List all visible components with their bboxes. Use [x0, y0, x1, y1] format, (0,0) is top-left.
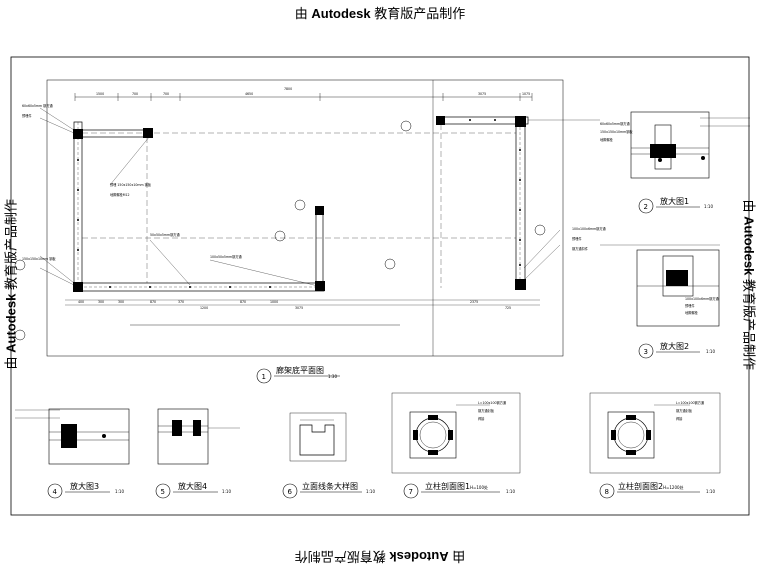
dim-bottom-3: 870 [150, 300, 156, 304]
note-left-1: 预埋件 [22, 113, 32, 118]
detail-4-number: 4 [53, 488, 58, 496]
detail-3-number: 3 [644, 348, 648, 356]
note-mid-2: 50x50x5mm钢方通 [150, 232, 180, 237]
note-right-1: 预埋件 [572, 236, 582, 241]
detail-8-number: 8 [605, 488, 609, 496]
dim-bottom-7: 1000 [270, 300, 278, 304]
note-mid-1: 地脚螺栓M12 [110, 192, 130, 197]
dim-bottom-6: 870 [240, 300, 246, 304]
detail-2-title: 放大图1 [660, 196, 689, 206]
d3-note-1: 预埋件 [685, 303, 695, 308]
note-left-2: 150x150x10mm 钢板 [22, 256, 56, 261]
dim-bottom-2: 300 [118, 300, 124, 304]
dim-top-6: 1075 [522, 92, 530, 96]
dim-bottom-8: 3075 [295, 306, 303, 310]
plan-number-circle [256, 368, 272, 384]
beam-top-right [436, 116, 529, 125]
detail-4-title: 放大图3 [70, 481, 99, 491]
floor-plan: 1500 700 700 4650 7800 3075 1075 [14, 79, 607, 384]
dim-bottom-10: 725 [505, 306, 511, 310]
detail-8-extra: H=1200处 [663, 484, 684, 490]
beam-right [515, 116, 526, 290]
dim-top-1: 700 [132, 92, 138, 96]
note-left-0: 60x60x5mm 钢方通 [22, 103, 54, 108]
dim-top-4: 7800 [284, 87, 292, 91]
detail-6-scale: 1:10 [366, 489, 375, 494]
note-right-2: 钢方通扣件 [572, 246, 589, 251]
detail-7: L=100x100钢方通 钢方通封板 焊接 7 立柱剖面图1 H=100处 1:… [391, 392, 521, 499]
d7-note-1: 钢方通封板 [478, 408, 495, 413]
d2-note-1: 150x150x10mm钢板 [600, 129, 633, 134]
detail-3-title: 放大图2 [660, 341, 689, 351]
detail-2: 60x60x5mm钢方通 150x150x10mm钢板 地脚螺栓 2 放大图1 … [600, 111, 750, 214]
note-mid-0: 预埋 150x150x10mm 钢板 [110, 182, 152, 187]
detail-6: 6 立面线条大样图 1:10 [282, 412, 375, 499]
detail-3: 100x100x6mm钢方通 预埋件 地脚螺栓 3 放大图2 1:10 [600, 244, 720, 359]
dim-bottom-9: 2375 [470, 300, 478, 304]
watermark-top: 由 Autodesk 教育版产品制作 [294, 6, 466, 21]
detail-8: L=100x100钢方通 钢方通封板 焊接 8 立柱剖面图2 H=1200处 1… [589, 392, 721, 499]
detail-5: 5 放大图4 1:10 [155, 408, 240, 499]
dim-top-0: 1500 [96, 92, 104, 96]
detail-7-title: 立柱剖面图1 [425, 481, 470, 491]
dim-bottom-5: 1200 [200, 306, 208, 310]
columns [73, 116, 526, 292]
plan-outline [46, 79, 564, 357]
detail-6-title: 立面线条大样图 [302, 481, 358, 491]
dim-top-5: 3075 [478, 92, 486, 96]
d7-note-0: L=100x100钢方通 [478, 400, 507, 405]
detail-2-scale: 1:10 [704, 204, 713, 209]
d2-note-2: 地脚螺栓 [600, 137, 614, 142]
detail-5-title: 放大图4 [178, 481, 207, 491]
detail-5-number: 5 [161, 488, 165, 496]
d8-note-1: 钢方通封板 [676, 408, 693, 413]
detail-6-number: 6 [288, 488, 293, 496]
detail-8-title: 立柱剖面图2 [618, 481, 663, 491]
plan-scale: 1:30 [328, 374, 337, 379]
detail-8-scale: 1:10 [706, 489, 715, 494]
d3-note-0: 100x100x6mm钢方通 [685, 296, 720, 301]
note-right-0: 100x100x6mm钢方通 [572, 226, 607, 231]
plan-number: 1 [262, 373, 266, 381]
detail-7-extra: H=100处 [470, 484, 488, 490]
d2-note-0: 60x60x5mm钢方通 [600, 121, 630, 126]
dim-bottom-0: 400 [78, 300, 84, 304]
dim-bottom-1: 300 [98, 300, 104, 304]
beam-top-left [73, 129, 153, 138]
d8-note-0: L=100x100钢方通 [676, 400, 705, 405]
dim-top-2: 700 [163, 92, 169, 96]
dim-bottom-4: 370 [178, 300, 184, 304]
note-mid-3: 100x50x5mm钢方通 [210, 254, 243, 259]
detail-3-scale: 1:10 [706, 349, 715, 354]
sheet-border [10, 56, 750, 516]
detail-7-scale: 1:10 [506, 489, 515, 494]
detail-7-number: 7 [409, 488, 413, 496]
d3-note-2: 地脚螺栓 [685, 310, 699, 315]
d8-note-2: 焊接 [676, 416, 683, 421]
detail-2-number: 2 [644, 203, 648, 211]
dim-top-3: 4650 [245, 92, 253, 96]
detail-4-scale: 1:10 [115, 489, 124, 494]
d7-note-2: 焊接 [478, 416, 485, 421]
beam-middle [315, 207, 324, 291]
detail-4: 4 放大图3 1:10 [15, 408, 130, 499]
detail-5-scale: 1:10 [222, 489, 231, 494]
plan-title: 廊架底平面图 [276, 365, 324, 375]
